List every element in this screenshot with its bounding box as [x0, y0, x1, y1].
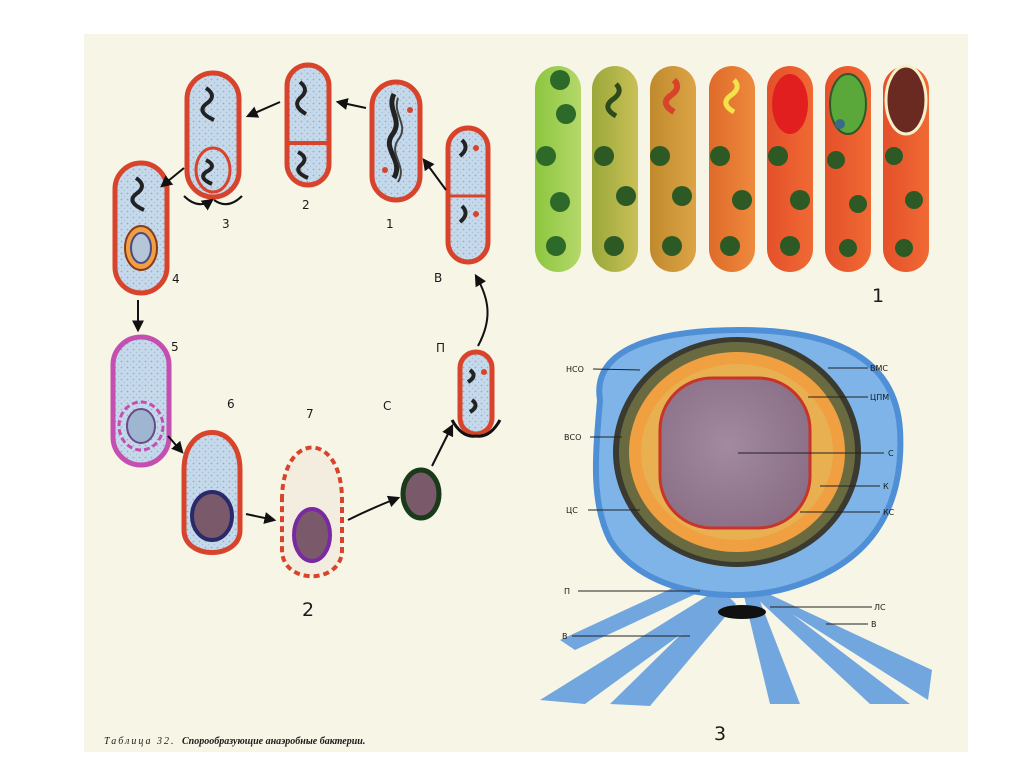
- stage-label-7: 7: [306, 407, 314, 421]
- stage-label-s: С: [383, 399, 391, 413]
- spore-plug: [718, 605, 766, 619]
- cell-stage-4: [112, 160, 170, 296]
- label-c: С: [888, 449, 894, 458]
- cycle-arrows: [132, 98, 489, 524]
- stage-label-2: 2: [302, 198, 310, 212]
- figure-label-1: 1: [872, 285, 884, 307]
- cell-stage-2: [284, 62, 332, 188]
- rod-5: [767, 66, 813, 272]
- caption-label: Таблица 32.: [104, 736, 175, 747]
- spore-section-figure: НСО ВМС ЦПМ ВСО С К ЦС КС П ЛС В В 3: [540, 326, 932, 745]
- cell-stage-5: [110, 334, 172, 468]
- cell-stage-3: [183, 70, 243, 211]
- label-cpm: ЦПМ: [870, 393, 889, 402]
- figure-caption: Таблица 32. Спорообразующие анаэробные б…: [104, 736, 365, 747]
- cell-stage-6: [181, 430, 243, 555]
- life-cycle-figure: 1 2 3 4 5 6 7 В П С 2: [110, 62, 502, 621]
- label-vso: ВСО: [564, 433, 581, 442]
- label-v-left: В: [562, 632, 568, 641]
- cell-stage-1: [369, 79, 423, 203]
- label-p: П: [564, 587, 570, 596]
- rod-1: [535, 66, 581, 272]
- rod-2: [592, 66, 638, 272]
- spore-strands: [540, 580, 932, 706]
- figure-label-2: 2: [302, 599, 314, 621]
- cell-germinating: [450, 349, 502, 438]
- label-v-right: В: [871, 620, 877, 629]
- caption-text: Спорообразующие анаэробные бактерии.: [182, 736, 365, 747]
- stage-label-4: 4: [172, 272, 180, 286]
- label-k: К: [883, 482, 889, 491]
- rod-7: [883, 64, 929, 272]
- label-cs: ЦС: [566, 506, 578, 515]
- cell-stage-b: [445, 125, 491, 265]
- stage-label-5: 5: [171, 340, 179, 354]
- cell-stage-7: [280, 445, 344, 579]
- stage-label-6: 6: [227, 397, 235, 411]
- rod-6: [825, 66, 871, 272]
- label-nso: НСО: [566, 365, 584, 374]
- stage-label-p: П: [436, 341, 445, 355]
- label-ks: КС: [883, 508, 895, 517]
- free-spore: [400, 467, 442, 521]
- leader-lines: [572, 367, 884, 637]
- label-vms: ВМС: [870, 364, 888, 373]
- rod-3: [650, 66, 696, 272]
- stage-label-v: В: [434, 271, 442, 285]
- stage-label-3: 3: [222, 217, 230, 231]
- sporulation-series-figure: 1: [535, 64, 929, 307]
- stage-label-1: 1: [386, 217, 394, 231]
- label-ls: ЛС: [874, 603, 886, 612]
- rod-4: [709, 66, 755, 272]
- figure-label-3: 3: [714, 723, 726, 745]
